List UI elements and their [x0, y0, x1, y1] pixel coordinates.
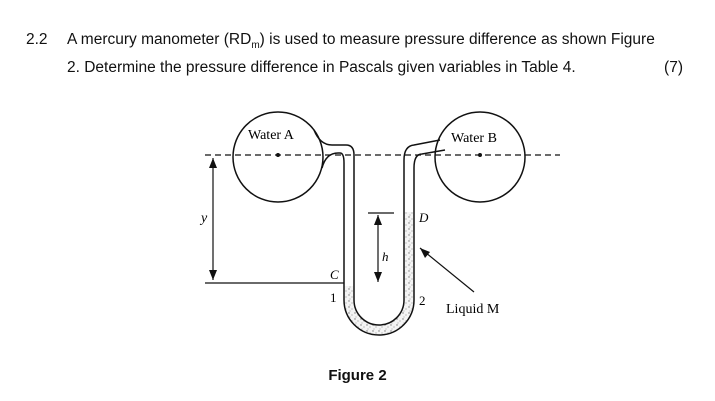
label-c: C — [330, 267, 339, 282]
question-line-1-end: ) is used to measure pressure difference… — [259, 31, 655, 48]
question-line-1-start: A mercury manometer (RD — [67, 31, 252, 48]
figure-caption: Figure 2 — [328, 367, 387, 384]
label-liquid-m: Liquid M — [446, 302, 500, 317]
label-point-2: 2 — [419, 293, 426, 308]
h-arrow-bottom — [374, 272, 382, 282]
question-line-1-subscript: m — [251, 40, 260, 52]
tube-a-outer — [321, 149, 446, 336]
question-line-1: A mercury manometer (RDm) is used to mea… — [67, 31, 655, 51]
label-d: D — [418, 210, 429, 225]
liquid-m-leader — [419, 247, 475, 293]
liquid-m-arrow — [420, 248, 430, 258]
liquid-m-fill — [344, 212, 414, 335]
label-water-a: Water A — [248, 128, 295, 143]
y-arrow-bottom — [209, 270, 217, 280]
label-point-1: 1 — [330, 290, 337, 305]
y-arrow-top — [209, 158, 217, 168]
center-b — [478, 153, 482, 157]
label-water-b: Water B — [451, 131, 497, 146]
label-y: y — [199, 211, 208, 226]
question-line-2: 2. Determine the pressure difference in … — [67, 59, 576, 76]
question-number: 2.2 — [26, 31, 48, 48]
h-arrow-top — [374, 215, 382, 225]
center-a — [276, 153, 280, 157]
label-h: h — [382, 249, 389, 264]
question-marks: (7) — [664, 59, 683, 76]
tube-a — [313, 129, 441, 326]
